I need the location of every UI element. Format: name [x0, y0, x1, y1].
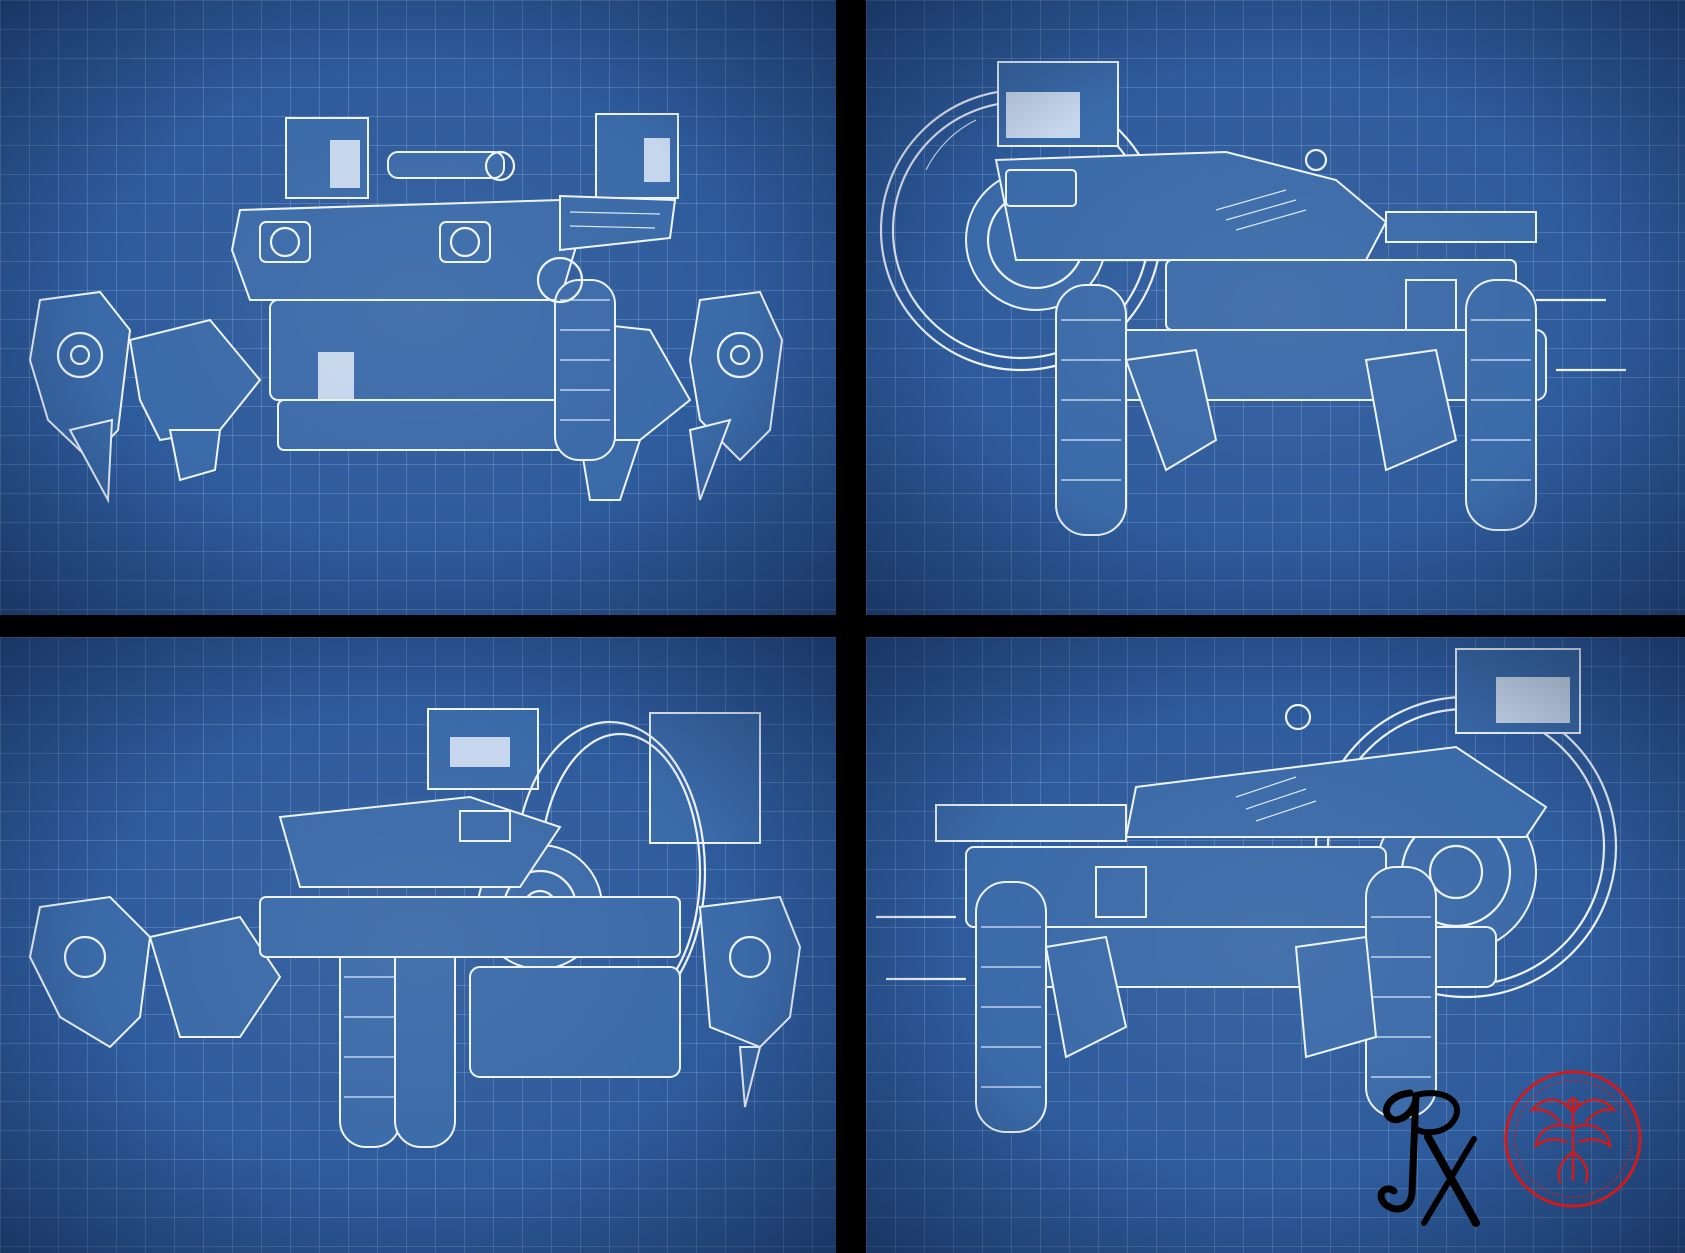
blueprint-panel-front — [0, 0, 836, 615]
front-view-drawing — [28, 113, 784, 504]
three-quarter-view-drawing — [28, 708, 802, 1148]
blueprint-panel-side-left — [866, 637, 1685, 1253]
artist-signature — [1377, 1089, 1480, 1227]
side-right-view-drawing — [879, 61, 1626, 536]
side-left-view-drawing — [876, 648, 1618, 1133]
red-seal-stamp — [1504, 1070, 1642, 1208]
blueprint-panel-three-quarter — [0, 637, 836, 1253]
blueprint-panel-side-right — [866, 0, 1685, 615]
